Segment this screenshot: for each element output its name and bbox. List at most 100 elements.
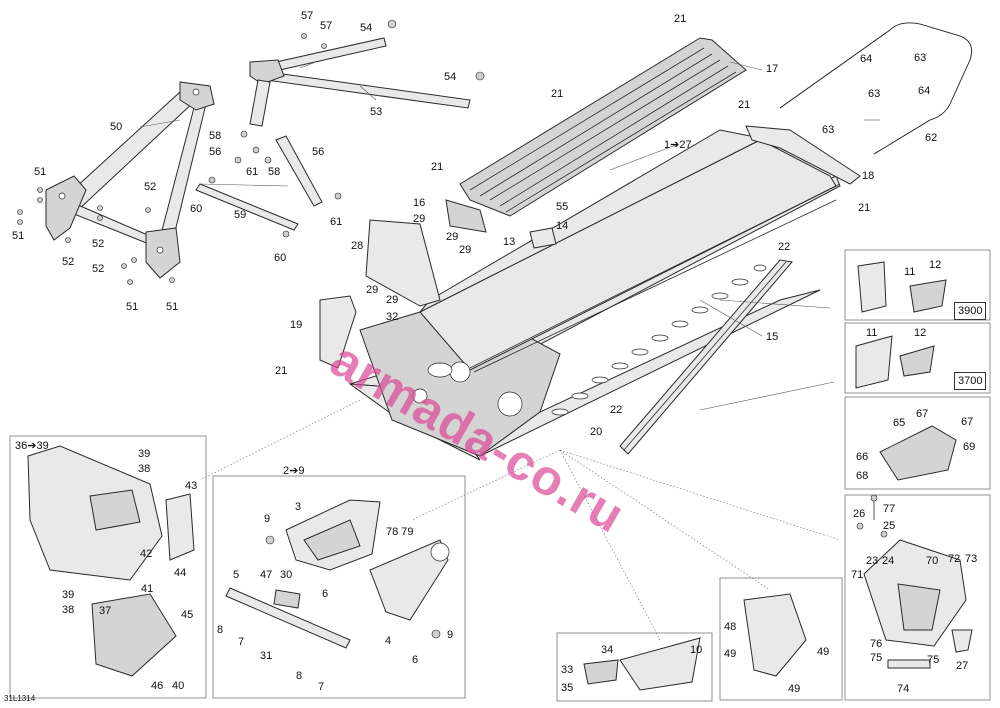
callout-22: 22 [778,241,791,253]
callout-11: 11 [904,266,916,278]
callout-12: 12 [914,327,927,339]
variant-3900-box [844,249,991,321]
callout-35: 35 [561,682,574,694]
callout-64: 64 [918,85,931,97]
callout-29: 29 [446,231,459,243]
callout-52: 52 [92,238,105,250]
callout-57: 57 [320,20,333,32]
callout-43: 43 [185,480,198,492]
callout-74: 74 [897,683,910,695]
callout-67: 67 [961,416,974,428]
callout-49: 49 [724,648,737,660]
callout-77: 77 [883,503,896,515]
guide-lines [199,399,841,641]
callout-45: 45 [181,609,194,621]
rear-rack-frame [779,22,973,155]
skid-plate-10 [619,637,701,691]
callout-4: 4 [385,635,392,647]
steering-column-mount [856,494,973,669]
callout-57: 57 [301,10,314,22]
callout-51: 51 [166,301,179,313]
skid-bracket-33 [583,659,619,685]
callout-56: 56 [312,146,325,158]
callout-41: 41 [141,583,154,595]
callout-51: 51 [12,230,25,242]
callout-61: 61 [330,216,343,228]
callout-21: 21 [275,365,288,377]
front-frame-assembly [225,499,450,649]
callout-58: 58 [268,166,281,178]
callout-19: 19 [290,319,303,331]
callout-21: 21 [551,88,564,100]
callout-30: 30 [280,569,293,581]
callout-24: 24 [882,555,895,567]
callout-31: 31 [260,650,273,662]
bracket-65 [879,425,957,481]
engine-mount-section-box [719,577,843,701]
callout-52: 52 [144,181,157,193]
bracket-section-box [844,396,991,490]
variant-3700-plate [855,335,893,389]
callout-11: 11 [866,327,878,339]
callout-32: 32 [386,311,399,323]
callout-21: 21 [674,13,687,25]
callout-9: 9 [264,513,271,525]
callout-53: 53 [370,106,383,118]
callout-60: 60 [274,252,287,264]
callout-50: 50 [110,121,123,133]
callout-65: 65 [893,417,906,429]
callout-61: 61 [246,166,259,178]
callout-25: 25 [883,520,896,532]
callout-40: 40 [172,680,185,692]
callout-39: 39 [62,589,75,601]
callout-27: 27 [956,660,969,672]
callout-68: 68 [856,470,869,482]
callout-42: 42 [140,548,153,560]
rear-bumper-section-box [9,435,207,699]
callout-38: 38 [138,463,151,475]
callout-10: 10 [690,644,703,656]
callout-5: 5 [233,569,240,581]
callout-17: 17 [766,63,779,75]
callout-26: 26 [853,508,866,520]
callout-36-39: 36➔39 [15,440,49,452]
callout-2-9: 2➔9 [283,465,305,477]
rear-end-plate [745,125,861,185]
callout-21: 21 [431,161,444,173]
callout-44: 44 [174,567,187,579]
lower-support-rod [195,130,342,238]
callout-67: 67 [916,408,929,420]
tunnel-cooling-slots [551,264,767,416]
callout-71: 71 [851,569,864,581]
variant-3700-bracket [899,345,935,377]
callout-7: 7 [238,636,245,648]
callout-48: 48 [724,621,737,633]
leader-lines [139,61,880,411]
callout-29: 29 [386,294,399,306]
callout-6: 6 [412,654,419,666]
front-brackets [319,199,557,369]
callout-62: 62 [925,132,938,144]
callout-39: 39 [138,448,151,460]
callout-54: 54 [360,22,373,34]
variant-tag-3700: 3700 [954,372,987,390]
steering-support-frame [45,81,215,279]
callout-21: 21 [858,202,871,214]
frame-bolts [17,187,175,285]
callout-20: 20 [590,426,603,438]
callout-75: 75 [927,654,940,666]
callout-55: 55 [556,201,569,213]
callout-8: 8 [296,670,303,682]
callout-78-79: 78 79 [386,526,414,538]
callout-59: 59 [234,209,247,221]
callout-76: 76 [870,638,883,650]
variant-tag-3900: 3900 [954,302,987,320]
callout-9: 9 [447,629,454,641]
callout-64: 64 [860,53,873,65]
callout-66: 66 [856,451,869,463]
callout-58: 58 [209,130,222,142]
callout-22: 22 [610,404,623,416]
callout-33: 33 [561,664,574,676]
callout-46: 46 [151,680,164,692]
callout-8: 8 [217,624,224,636]
